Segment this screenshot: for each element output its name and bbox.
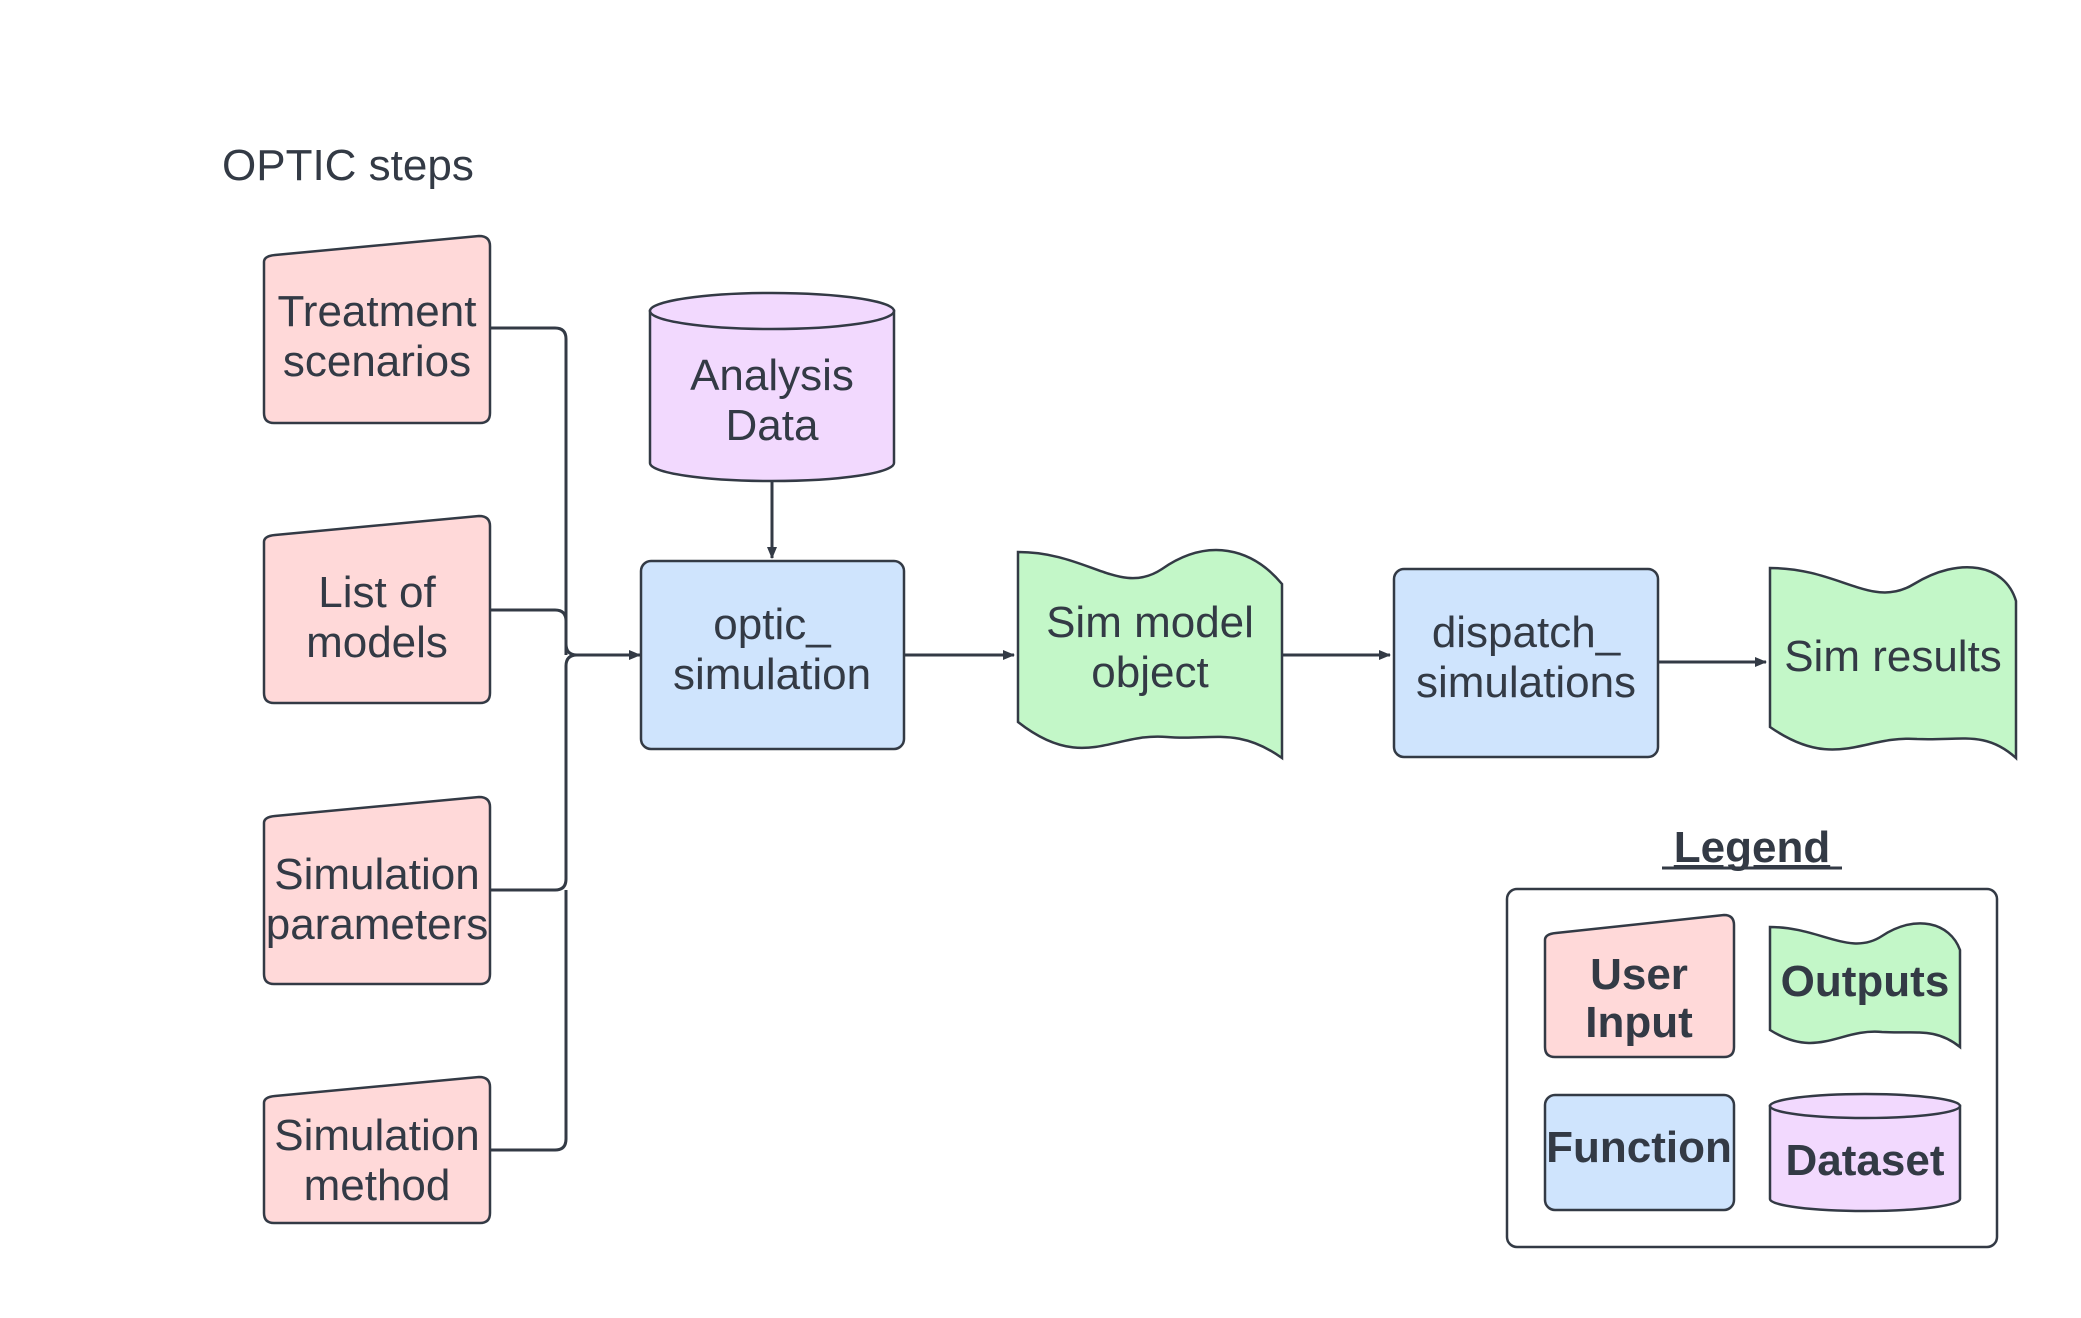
dataset-label-line1: Analysis [690,351,854,400]
diagram-title: OPTIC steps [222,141,474,190]
output-label: Sim results [1784,632,2002,681]
input-simulation-parameters[interactable]: Simulation parameters [262,795,492,986]
input-label-line1: List of [318,568,436,617]
input-connectors [490,326,590,1152]
function-label-line2: simulation [673,650,871,699]
input-label-line2: method [304,1161,451,1210]
legend-user-input-line2: Input [1585,998,1693,1047]
sim-results-output[interactable]: Sim results [1768,565,2018,761]
function-label-line2: simulations [1416,658,1636,707]
input-label-line2: scenarios [283,337,471,386]
function-label-line1: dispatch_ [1432,608,1621,657]
legend-outputs: Outputs [1768,922,1962,1050]
legend-dataset-label: Dataset [1786,1136,1945,1185]
dispatch-simulations-function[interactable]: dispatch_ simulations [1392,567,1660,759]
input-label-line2: models [306,618,448,667]
input-label-line1: Simulation [274,1111,479,1160]
input-label-line1: Simulation [274,850,479,899]
input-list-of-models[interactable]: List of models [262,514,492,705]
legend-dataset: Dataset [1768,1092,1962,1213]
legend-outputs-label: Outputs [1781,957,1950,1006]
legend: Legend User Input Outputs Function Datas… [1505,823,1999,1249]
dataset-label-line2: Data [726,401,819,450]
function-label-line1: optic_ [713,600,831,649]
legend-function: Function [1543,1093,1736,1212]
optic-simulation-function[interactable]: optic_ simulation [639,559,906,751]
output-label-line1: Sim model [1046,598,1254,647]
legend-title: Legend [1674,823,1830,872]
input-simulation-method[interactable]: Simulation method [262,1075,492,1225]
legend-function-label: Function [1546,1123,1732,1172]
input-treatment-scenarios[interactable]: Treatment scenarios [262,234,492,425]
legend-user-input: User Input [1543,913,1736,1059]
output-label-line2: object [1091,648,1208,697]
legend-user-input-line1: User [1590,950,1688,999]
sim-model-object-output[interactable]: Sim model object [1016,548,1284,761]
input-label-line2: parameters [266,900,489,949]
analysis-data-dataset[interactable]: Analysis Data [648,291,896,483]
input-label-line1: Treatment [278,287,477,336]
